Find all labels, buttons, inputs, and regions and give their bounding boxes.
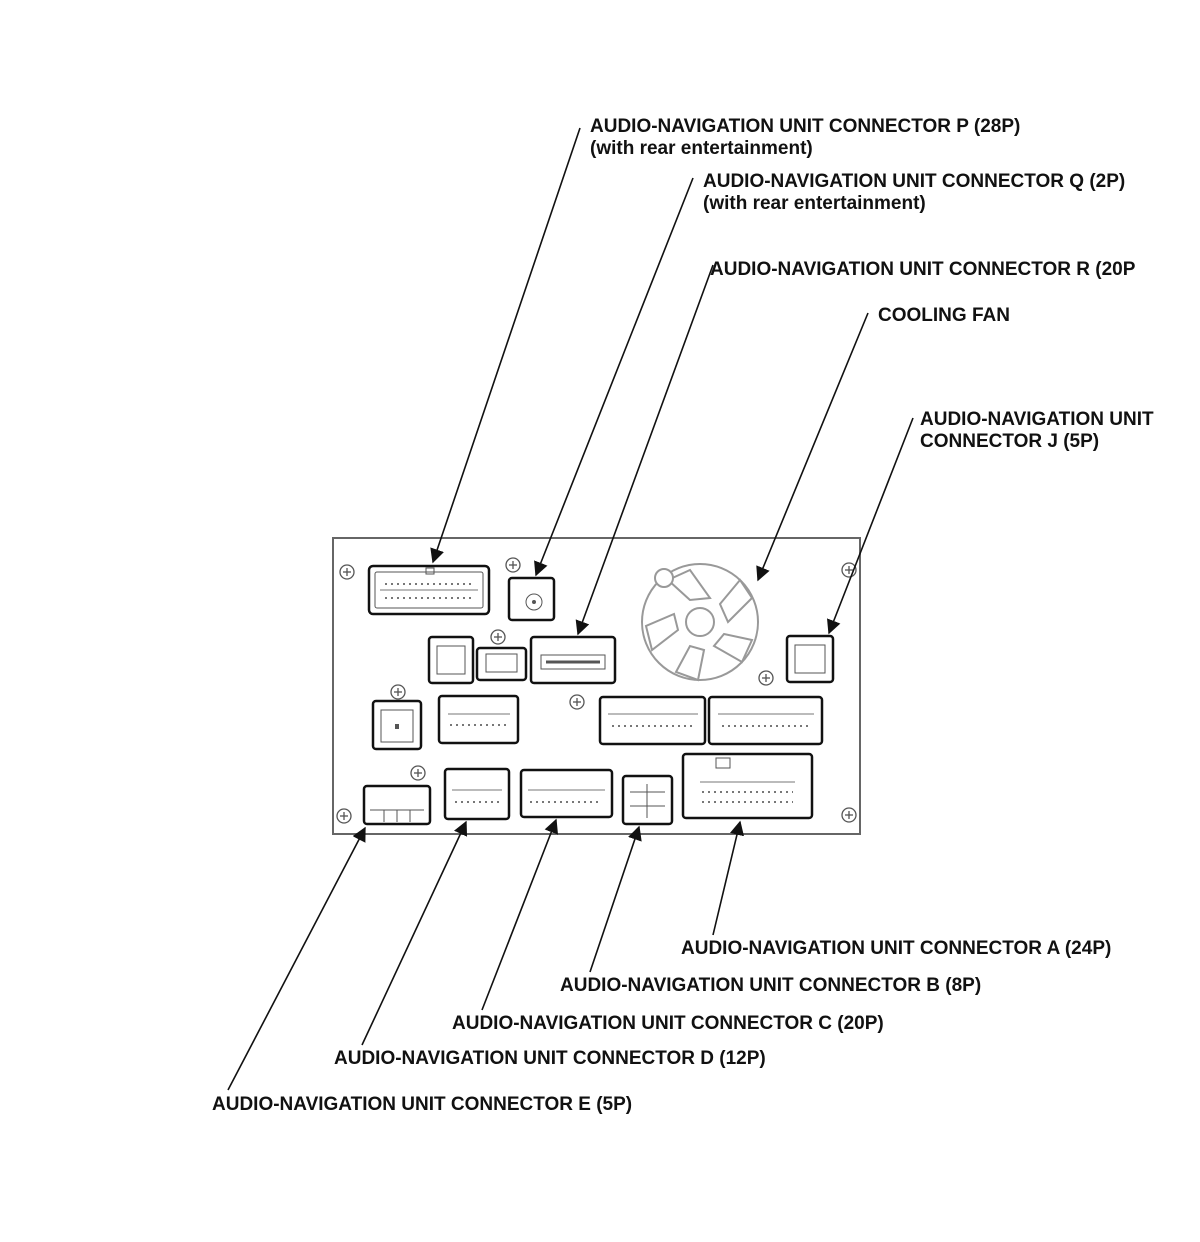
connector-d	[443, 767, 511, 821]
connector-q	[507, 576, 556, 622]
leader-r	[575, 264, 714, 636]
label-connector-j-note: CONNECTOR J (5P)	[920, 431, 1100, 452]
label-connector-q-note: (with rear entertainment)	[703, 193, 926, 214]
connector-unlabeled-3	[371, 699, 423, 751]
leader-lines	[227, 127, 914, 1091]
label-connector-p: AUDIO-NAVIGATION UNIT CONNECTOR P (28P) …	[590, 116, 1020, 160]
label-connector-b: AUDIO-NAVIGATION UNIT CONNECTOR B (8P)	[560, 975, 981, 997]
label-connector-b-title: AUDIO-NAVIGATION UNIT CONNECTOR B (8P)	[560, 975, 982, 996]
connector-a	[681, 752, 814, 820]
leader-a	[712, 820, 744, 936]
connector-unlabeled-6	[707, 695, 824, 746]
connector-unlabeled-2	[475, 646, 528, 682]
label-connector-e-title: AUDIO-NAVIGATION UNIT CONNECTOR E (5P)	[212, 1094, 633, 1115]
connector-r	[529, 635, 617, 685]
label-connector-q: AUDIO-NAVIGATION UNIT CONNECTOR Q (2P) (…	[703, 171, 1125, 215]
leader-fan	[756, 312, 869, 582]
label-connector-a: AUDIO-NAVIGATION UNIT CONNECTOR A (24P)	[681, 938, 1111, 960]
label-connector-e: AUDIO-NAVIGATION UNIT CONNECTOR E (5P)	[212, 1094, 632, 1116]
leader-e	[227, 826, 366, 1091]
label-connector-r-title: AUDIO-NAVIGATION UNIT CONNECTOR R (20P	[710, 259, 1136, 280]
connector-unlabeled-4	[437, 694, 520, 745]
label-cooling-fan-title: COOLING FAN	[878, 305, 1010, 326]
label-connector-p-note: (with rear entertainment)	[590, 138, 813, 159]
connector-c	[519, 768, 614, 819]
label-cooling-fan: COOLING FAN	[878, 305, 1010, 327]
connector-e	[362, 784, 432, 826]
leader-p	[430, 127, 581, 564]
label-connector-c-title: AUDIO-NAVIGATION UNIT CONNECTOR C (20P)	[452, 1013, 884, 1034]
connector-unlabeled-1	[427, 635, 475, 685]
label-connector-c: AUDIO-NAVIGATION UNIT CONNECTOR C (20P)	[452, 1013, 884, 1035]
label-connector-a-title: AUDIO-NAVIGATION UNIT CONNECTOR A (24P)	[681, 938, 1112, 959]
label-connector-r: AUDIO-NAVIGATION UNIT CONNECTOR R (20P	[710, 259, 1135, 281]
cooling-fan	[641, 563, 759, 682]
connector-unlabeled-5	[598, 695, 707, 746]
label-connector-j-title: AUDIO-NAVIGATION UNIT	[920, 409, 1154, 430]
leader-j	[827, 417, 914, 635]
connector-j	[785, 634, 835, 684]
label-connector-q-title: AUDIO-NAVIGATION UNIT CONNECTOR Q (2P)	[703, 171, 1126, 192]
leader-b	[589, 825, 642, 973]
connector-b	[621, 774, 674, 826]
connector-p	[367, 564, 491, 616]
label-connector-j: AUDIO-NAVIGATION UNIT CONNECTOR J (5P)	[920, 409, 1154, 453]
label-connector-p-title: AUDIO-NAVIGATION UNIT CONNECTOR P (28P)	[590, 116, 1021, 137]
leader-c	[481, 818, 559, 1011]
label-connector-d-title: AUDIO-NAVIGATION UNIT CONNECTOR D (12P)	[334, 1048, 766, 1069]
leader-d	[361, 820, 468, 1046]
label-connector-d: AUDIO-NAVIGATION UNIT CONNECTOR D (12P)	[334, 1048, 766, 1070]
leader-q	[534, 177, 694, 577]
